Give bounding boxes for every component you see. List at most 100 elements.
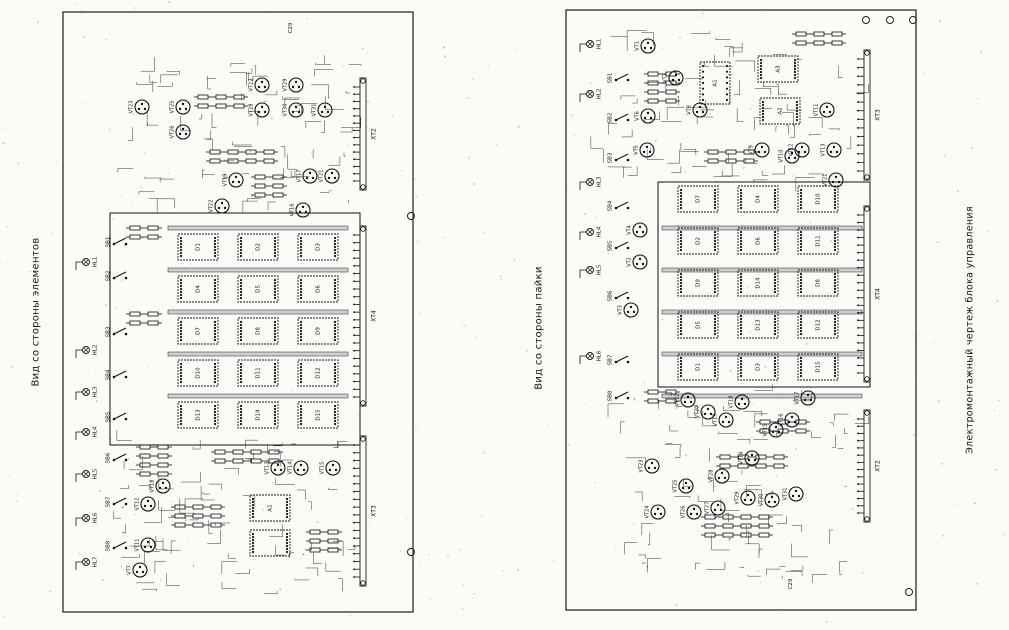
- chip-label: D12: [816, 319, 822, 330]
- chip-label: D4: [756, 195, 762, 203]
- transistor: VT1: [635, 38, 656, 54]
- transistor: VT6: [635, 108, 656, 124]
- connector-label: XT3: [371, 505, 378, 517]
- resistor: [211, 458, 229, 464]
- switch: SB1: [608, 73, 630, 83]
- switch: SB2: [106, 271, 128, 281]
- transistor-label: VT10: [779, 150, 785, 163]
- transistor: VT25: [673, 478, 694, 494]
- chip-label: D4: [196, 285, 202, 293]
- resistor: [716, 463, 734, 469]
- transistor-label: VT12: [789, 144, 795, 157]
- transistor: VT24: [645, 504, 666, 520]
- resistor: [144, 320, 162, 326]
- resistor: [810, 31, 828, 37]
- resistor: [792, 428, 810, 434]
- lamp-label: HL7: [93, 556, 99, 567]
- resistor: [251, 183, 269, 189]
- switch-label: SB6: [608, 290, 614, 301]
- chip: A1: [249, 494, 291, 522]
- resistor: [719, 514, 737, 520]
- chip: D4: [177, 275, 219, 303]
- resistor: [242, 149, 260, 155]
- lamp-label: HL6: [597, 350, 603, 361]
- resistor: [704, 158, 722, 164]
- indicator-lamp: HL5: [75, 468, 99, 482]
- resistor: [701, 514, 719, 520]
- traces: [607, 383, 870, 583]
- chip-label: D1: [196, 243, 202, 251]
- lamp-label: HL3: [93, 386, 99, 397]
- connector-label: XT2: [875, 460, 882, 472]
- transistor: VT19: [713, 412, 734, 428]
- chip-label: D9: [696, 279, 702, 287]
- capacitor-label: C29: [288, 22, 294, 33]
- resistor: [792, 419, 810, 425]
- chip-label: D13: [196, 409, 202, 421]
- transistor-label: VT28: [249, 104, 255, 117]
- chip: D3: [297, 233, 339, 261]
- resistor: [189, 522, 207, 528]
- transistor-label: VT11: [135, 539, 141, 552]
- lamp-label: HL2: [93, 345, 99, 356]
- transistor-label: VT7: [127, 565, 133, 575]
- lamp-label: HL1: [93, 257, 99, 268]
- indicator-lamp: HL7: [75, 556, 99, 570]
- transistor: VT11: [814, 102, 835, 118]
- transistor-label: VT14: [288, 462, 294, 475]
- resistor: [792, 31, 810, 37]
- connector-strip: XT3: [857, 49, 882, 181]
- chip-label: D7: [196, 327, 202, 335]
- resistor: [247, 449, 265, 455]
- solder-side-caption: Вид со стороны пайки: [533, 266, 545, 390]
- resistor: [722, 149, 740, 155]
- resistor: [207, 513, 225, 519]
- transistor: VT26: [170, 124, 191, 140]
- transistor-label: VT2: [627, 257, 633, 267]
- transistor: VT30: [759, 492, 780, 508]
- indicator-lamp: HL6: [579, 350, 603, 364]
- transistor-label: VT22: [209, 200, 215, 213]
- chip: D14: [737, 269, 779, 297]
- resistor: [662, 398, 680, 404]
- resistor: [224, 149, 242, 155]
- chip-label: D14: [756, 277, 762, 289]
- transistor: VT27: [249, 77, 270, 93]
- chip-label: D15: [316, 409, 322, 421]
- connector-strip: XT2: [353, 77, 378, 191]
- chip-label: D13: [756, 319, 762, 331]
- transistor-label: VT3: [618, 305, 624, 315]
- indicator-lamp: HL4: [579, 226, 603, 240]
- transistor-label: VT27: [249, 79, 255, 92]
- connector-strip: XT3: [353, 435, 378, 587]
- lamp-label: HL2: [597, 89, 603, 100]
- resistor: [194, 103, 212, 109]
- transistor-label: VT30: [759, 494, 765, 507]
- chip: D4: [737, 185, 779, 213]
- resistor: [752, 454, 770, 460]
- chip: D10: [797, 185, 839, 213]
- chip: D7: [177, 317, 219, 345]
- chip-label: A2: [778, 107, 784, 114]
- resistor: [662, 71, 680, 77]
- resistor: [662, 98, 680, 104]
- chip-label: A1: [713, 79, 719, 86]
- switch: SB3: [608, 152, 630, 163]
- transistor-label: VT17: [297, 170, 303, 183]
- transistor-label: VT28: [709, 470, 715, 483]
- transistor-label: VT1: [635, 41, 641, 51]
- transistor: VT31: [783, 486, 804, 502]
- chip: D2: [677, 227, 719, 255]
- transistor: VT2: [627, 254, 648, 270]
- resistor: [260, 158, 278, 164]
- traces: [117, 55, 362, 213]
- resistor: [644, 98, 662, 104]
- transistor-label: VT31: [312, 104, 318, 117]
- chip-label: D3: [756, 363, 762, 371]
- resistor: [734, 454, 752, 460]
- chip-label: A3: [776, 65, 782, 73]
- transistor: VT12: [789, 142, 810, 158]
- connector-strip: XT4: [857, 205, 882, 383]
- resistor: [206, 149, 224, 155]
- transistor-label: VT13: [821, 144, 827, 157]
